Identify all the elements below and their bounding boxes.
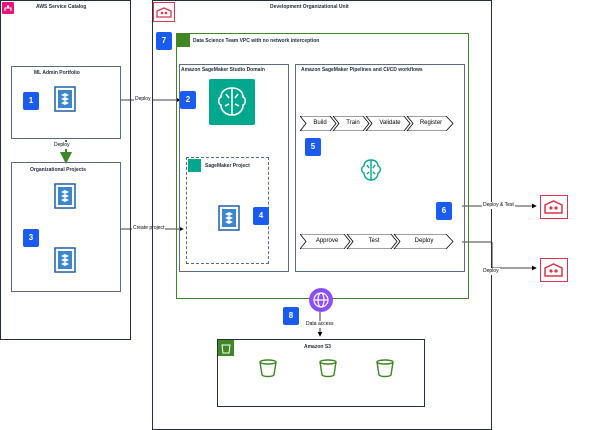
project-product-icon-1	[54, 183, 76, 209]
sagemaker-pipelines-icon	[358, 157, 384, 183]
chevron-validate: Validate	[379, 120, 401, 126]
prod-account-icon	[540, 258, 568, 282]
project-template-icon	[218, 205, 240, 231]
chevron-train: Train	[346, 120, 360, 126]
deploy-test-label: Deploy & Test	[482, 202, 515, 209]
pipelines-box	[295, 64, 465, 272]
chevron-build: Build	[313, 120, 327, 126]
project-product-icon-2	[54, 247, 76, 273]
test-account-icon	[540, 195, 568, 219]
s3-icon	[218, 340, 234, 356]
deploy-right-label: Deploy	[482, 268, 500, 275]
step-5-badge: 5	[305, 138, 321, 156]
pipelines-title: Amazon SageMaker Pipelines and CI/CD wor…	[301, 67, 423, 73]
catalog-title: AWS Service Catalog	[36, 4, 87, 10]
create-project-label: Create project	[132, 225, 166, 232]
projects-title: Organizational Projects	[30, 167, 86, 173]
catalog-icon	[2, 2, 14, 14]
vpc-title: Data Science Team VPC with no network in…	[193, 38, 320, 44]
step-2-badge: 2	[180, 91, 196, 109]
studio-title: Amazon SageMaker Studio Domain	[181, 67, 265, 73]
account-icon	[153, 2, 175, 22]
catalog-product-icon	[54, 86, 76, 112]
chevron-approve: Approve	[315, 238, 339, 244]
step-7-badge: 7	[156, 32, 172, 50]
top-chevrons	[300, 116, 454, 131]
s3-bucket-icon-2	[318, 358, 338, 378]
deploy-label: Deploy	[134, 96, 152, 103]
step-6-badge: 6	[436, 202, 452, 220]
chevron-deploy: Deploy	[414, 238, 434, 244]
admin-portfolio-box	[11, 66, 121, 139]
project-icon	[188, 159, 201, 172]
s3-box	[217, 339, 425, 407]
sm-project-title: SageMaker Project	[205, 163, 250, 169]
chevron-test: Test	[368, 238, 380, 244]
service-catalog-account	[0, 0, 131, 340]
dev-ou-title: Development Organizational Unit	[270, 4, 349, 10]
step-3-badge: 3	[23, 229, 39, 247]
s3-bucket-icon-3	[375, 358, 395, 378]
step-1-badge: 1	[23, 92, 39, 110]
portfolio-title: ML Admin Portfolio	[34, 70, 80, 76]
sagemaker-studio-icon	[209, 79, 255, 125]
vpc-endpoint-icon	[309, 288, 333, 312]
bottom-chevrons	[300, 234, 454, 249]
s3-bucket-icon-1	[258, 358, 278, 378]
step-8-badge: 8	[283, 307, 299, 325]
step-4-badge: 4	[253, 207, 269, 225]
deploy-vertical-label: Deploy	[53, 142, 71, 149]
org-projects-box	[11, 162, 121, 292]
chevron-register: Register	[419, 120, 443, 126]
vpc-icon	[177, 34, 190, 47]
s3-title: Amazon S3	[304, 344, 331, 350]
studio-domain-box	[179, 64, 289, 272]
data-access-label: Data access	[305, 321, 335, 328]
